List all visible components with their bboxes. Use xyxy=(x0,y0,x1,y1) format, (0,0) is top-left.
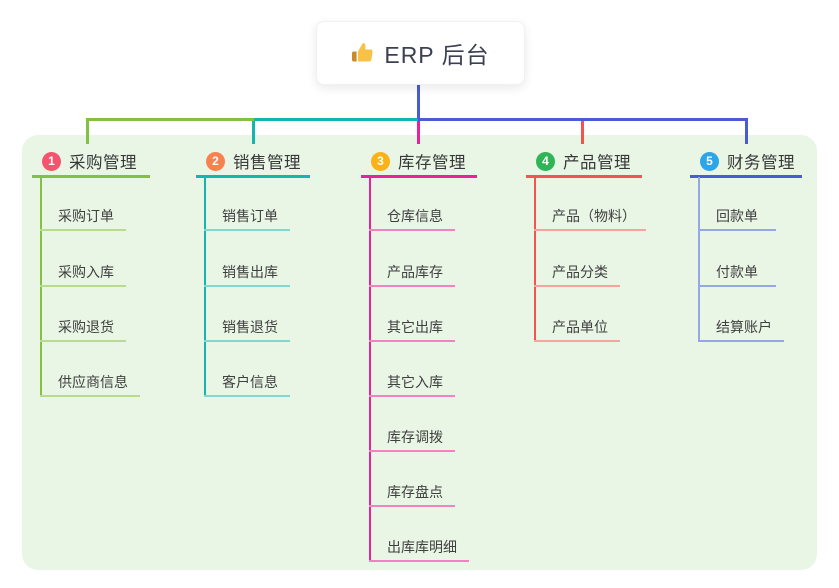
child-underline xyxy=(204,229,290,231)
branch-label: 库存管理 xyxy=(398,154,466,172)
child-node[interactable]: 出库库明细 xyxy=(387,539,457,555)
branch-number-badge: 4 xyxy=(536,151,555,171)
connector-drop-inventory xyxy=(417,118,420,144)
branch-number-badge: 3 xyxy=(371,151,390,171)
branch-rail xyxy=(40,177,42,397)
branch-number-badge: 5 xyxy=(700,151,719,171)
root-node[interactable]: ERP 后台 xyxy=(316,21,525,85)
child-underline xyxy=(40,285,126,287)
child-underline xyxy=(204,340,290,342)
child-node[interactable]: 采购订单 xyxy=(58,208,114,224)
connector-drop-product xyxy=(581,118,584,144)
connector-root-stem xyxy=(417,84,420,119)
child-underline xyxy=(369,285,455,287)
branch-rail xyxy=(369,177,371,562)
child-underline xyxy=(534,340,620,342)
child-node[interactable]: 其它入库 xyxy=(387,374,443,390)
branch-node-inventory[interactable]: 3 库存管理 xyxy=(371,149,466,173)
child-node[interactable]: 产品分类 xyxy=(552,264,608,280)
branch-label: 产品管理 xyxy=(563,154,631,172)
child-underline xyxy=(40,229,126,231)
child-node[interactable]: 仓库信息 xyxy=(387,208,443,224)
thumbs-up-icon xyxy=(351,41,375,65)
child-underline xyxy=(534,285,620,287)
child-node[interactable]: 采购入库 xyxy=(58,264,114,280)
child-underline xyxy=(698,285,776,287)
branch-number-badge: 1 xyxy=(42,151,61,171)
connector-bus-left-teal xyxy=(254,118,418,121)
child-underline xyxy=(204,395,290,397)
child-underline xyxy=(369,560,469,562)
child-underline xyxy=(369,340,455,342)
connector-bus-left-green xyxy=(87,118,254,121)
branch-node-product[interactable]: 4 产品管理 xyxy=(536,149,631,173)
branch-label: 采购管理 xyxy=(69,154,137,172)
child-node[interactable]: 回款单 xyxy=(716,208,758,224)
branch-node-purchase[interactable]: 1 采购管理 xyxy=(42,149,137,173)
branch-rail xyxy=(204,177,206,397)
child-node[interactable]: 其它出库 xyxy=(387,319,443,335)
child-node[interactable]: 产品单位 xyxy=(552,319,608,335)
child-underline xyxy=(204,285,290,287)
child-node[interactable]: 产品库存 xyxy=(387,264,443,280)
child-node[interactable]: 供应商信息 xyxy=(58,374,128,390)
child-node[interactable]: 采购退货 xyxy=(58,319,114,335)
child-node[interactable]: 库存调拨 xyxy=(387,429,443,445)
child-underline xyxy=(369,229,455,231)
connector-bus-right-blue xyxy=(418,118,748,121)
branch-underline xyxy=(361,175,477,178)
child-node[interactable]: 付款单 xyxy=(716,264,758,280)
child-node[interactable]: 销售出库 xyxy=(222,264,278,280)
branches-panel xyxy=(22,135,817,570)
child-underline xyxy=(698,229,776,231)
branch-node-finance[interactable]: 5 财务管理 xyxy=(700,149,795,173)
child-underline xyxy=(698,340,784,342)
child-underline xyxy=(534,229,646,231)
connector-drop-sales xyxy=(252,118,255,144)
branch-underline xyxy=(690,175,802,178)
child-node[interactable]: 销售订单 xyxy=(222,208,278,224)
child-underline xyxy=(40,340,126,342)
branch-rail xyxy=(534,177,536,342)
root-label: ERP 后台 xyxy=(384,42,490,68)
child-node[interactable]: 产品（物料） xyxy=(552,208,636,224)
branch-node-sales[interactable]: 2 销售管理 xyxy=(206,149,301,173)
child-underline xyxy=(40,395,140,397)
branch-underline xyxy=(32,175,150,178)
child-node[interactable]: 销售退货 xyxy=(222,319,278,335)
child-underline xyxy=(369,395,455,397)
branch-label: 财务管理 xyxy=(727,154,795,172)
branch-number-badge: 2 xyxy=(206,151,225,171)
child-node[interactable]: 客户信息 xyxy=(222,374,278,390)
child-underline xyxy=(369,505,455,507)
connector-drop-purchase xyxy=(86,118,89,144)
child-underline xyxy=(369,450,455,452)
branch-rail xyxy=(698,177,700,342)
connector-drop-finance xyxy=(745,118,748,144)
branch-underline xyxy=(196,175,310,178)
branch-label: 销售管理 xyxy=(233,154,301,172)
child-node[interactable]: 库存盘点 xyxy=(387,484,443,500)
branch-underline xyxy=(526,175,642,178)
child-node[interactable]: 结算账户 xyxy=(716,319,772,335)
